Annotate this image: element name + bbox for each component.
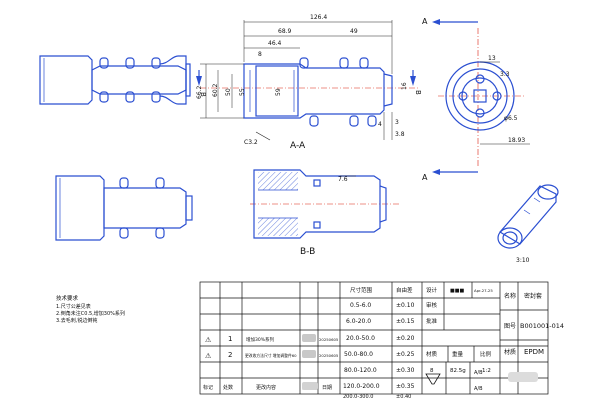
drawing-no-label: 图号 xyxy=(504,323,516,330)
rev2-mark: ⚠ xyxy=(205,352,212,360)
dim-3: 3 xyxy=(395,119,399,126)
row4-c2: 重量 xyxy=(452,350,464,358)
title-block: 尺寸范围 自由差 设计 ■■■ Apr-27-25 名称 密封套 0.5-6.0… xyxy=(199,281,564,400)
notes-line3: 3.去毛刺,锐边倒钝 xyxy=(56,317,97,324)
row5-c1: 8 xyxy=(430,368,434,374)
dim-18-93: 18.93 xyxy=(508,137,525,144)
section-b-b-view: 7.6 B-B xyxy=(250,169,400,257)
row6-range: 120.0-200.0 xyxy=(343,383,380,390)
hdr-tolerance: 自由差 xyxy=(396,286,413,294)
dim-3-3: 3.3 xyxy=(500,71,510,78)
dim-3-8: 3.8 xyxy=(395,131,405,138)
b-right-label: B xyxy=(414,90,422,95)
row4-c1: 材质 xyxy=(426,350,438,358)
hdr-size-range: 尺寸范围 xyxy=(350,286,373,294)
dim-50: 50 xyxy=(225,88,232,96)
row4-range: 50.0-80.0 xyxy=(344,351,373,358)
hdr-design: 设计 xyxy=(426,286,438,294)
left-side-view-bottom xyxy=(55,175,193,241)
section-b-b-label: B-B xyxy=(300,247,315,257)
section-b-markers: B B xyxy=(196,70,422,97)
row5-range: 80.0-120.0 xyxy=(344,367,377,374)
row4-tol: ±0.25 xyxy=(396,351,415,358)
rev1-num: 1 xyxy=(228,335,232,343)
footer-c2: 处数 xyxy=(223,384,233,391)
left-side-view-top xyxy=(39,55,191,105)
rev1-mark: ⚠ xyxy=(205,336,212,344)
isometric-view: 3:10 xyxy=(497,184,559,264)
dim-phi-6-5: φ6.5 xyxy=(504,115,518,122)
row1-range: 0.5-6.0 xyxy=(350,302,371,309)
a-bottom-label: A xyxy=(422,173,428,182)
rev1-content: 增加30%系列 xyxy=(246,336,275,343)
section-a-a-texts: 126.4 68.9 49 46.4 8 66.2 60.2 50 55 59 … xyxy=(196,14,408,151)
dim-59: 59 xyxy=(275,88,282,96)
footer-c5: 日期 xyxy=(322,385,332,391)
dim-68-9: 68.9 xyxy=(278,28,292,35)
technical-notes: 技术要求 1.尺寸公差见表 2.倒角未注C0.5,增加30%系列 3.去毛刺,锐… xyxy=(56,294,125,324)
dim-chamfer-c3-2: C3.2 xyxy=(244,139,258,146)
row3-tol: ±0.20 xyxy=(396,335,415,342)
scale-label: 3:10 xyxy=(516,257,530,264)
dim-66-2: 66.2 xyxy=(196,85,203,99)
footer-c1: 标记 xyxy=(203,384,213,391)
stamp1: A/B xyxy=(474,370,483,376)
hdr-date: Apr-27-25 xyxy=(474,288,493,293)
dim-46-4: 46.4 xyxy=(268,40,282,47)
dim-13: 13 xyxy=(488,55,496,62)
dim-55: 55 xyxy=(239,88,246,96)
b-left-label: B xyxy=(199,92,207,97)
row1-role: 审核 xyxy=(426,301,438,309)
dim-4: 4 xyxy=(378,121,382,128)
rev2-date: 20250605 xyxy=(319,353,339,358)
hdr-design-val: ■■■ xyxy=(450,288,464,294)
rev2-content: 更改收方法尺寸 增加调整件60 xyxy=(245,353,297,358)
row2-tol: ±0.15 xyxy=(396,318,415,325)
notes-line2: 2.倒角未注C0.5,增加30%系列 xyxy=(56,310,125,317)
row3-range: 20.0-50.0 xyxy=(346,335,375,342)
row5-c3: 1:2 xyxy=(482,368,491,374)
rev1-date: 20250605 xyxy=(319,337,339,342)
row7-range: 200.0-300.0 xyxy=(343,394,373,400)
row7-tol: ±0.40 xyxy=(396,394,411,400)
rev2-num: 2 xyxy=(228,351,232,359)
notes-line1: 1.尺寸公差见表 xyxy=(56,303,91,310)
row5-tol: ±0.30 xyxy=(396,367,415,374)
row6-tol: ±0.35 xyxy=(396,383,415,390)
section-a-a-view xyxy=(200,20,420,141)
stamp2: A/B xyxy=(474,386,483,392)
dim-7-6: 7.6 xyxy=(338,176,348,183)
drawing-no: B001001-014 xyxy=(520,322,564,330)
end-circle-view: A A 13 3.3 18.93 φ6.5 xyxy=(422,17,530,182)
dim-8: 8 xyxy=(258,51,262,58)
row4-c3: 比例 xyxy=(480,350,492,358)
dim-total-length: 126.4 xyxy=(310,14,327,21)
section-a-a-label: A-A xyxy=(290,141,306,151)
row2-role: 批准 xyxy=(426,317,438,325)
material-label: 材质 xyxy=(504,348,516,356)
dim-49: 49 xyxy=(350,28,358,35)
name-value: 密封套 xyxy=(524,292,542,300)
row1-tol: ±0.10 xyxy=(396,302,415,309)
a-top-label: A xyxy=(422,17,428,26)
dim-60-2: 60.2 xyxy=(212,83,219,97)
row2-range: 6.0-20.0 xyxy=(346,318,371,325)
notes-title: 技术要求 xyxy=(56,294,79,302)
material-value: EPDM xyxy=(524,348,544,356)
footer-c3: 更改内容 xyxy=(256,384,276,391)
row5-c2: 82.5g xyxy=(450,368,466,374)
name-label: 名称 xyxy=(504,292,516,300)
dim-16: 16 xyxy=(401,82,408,90)
